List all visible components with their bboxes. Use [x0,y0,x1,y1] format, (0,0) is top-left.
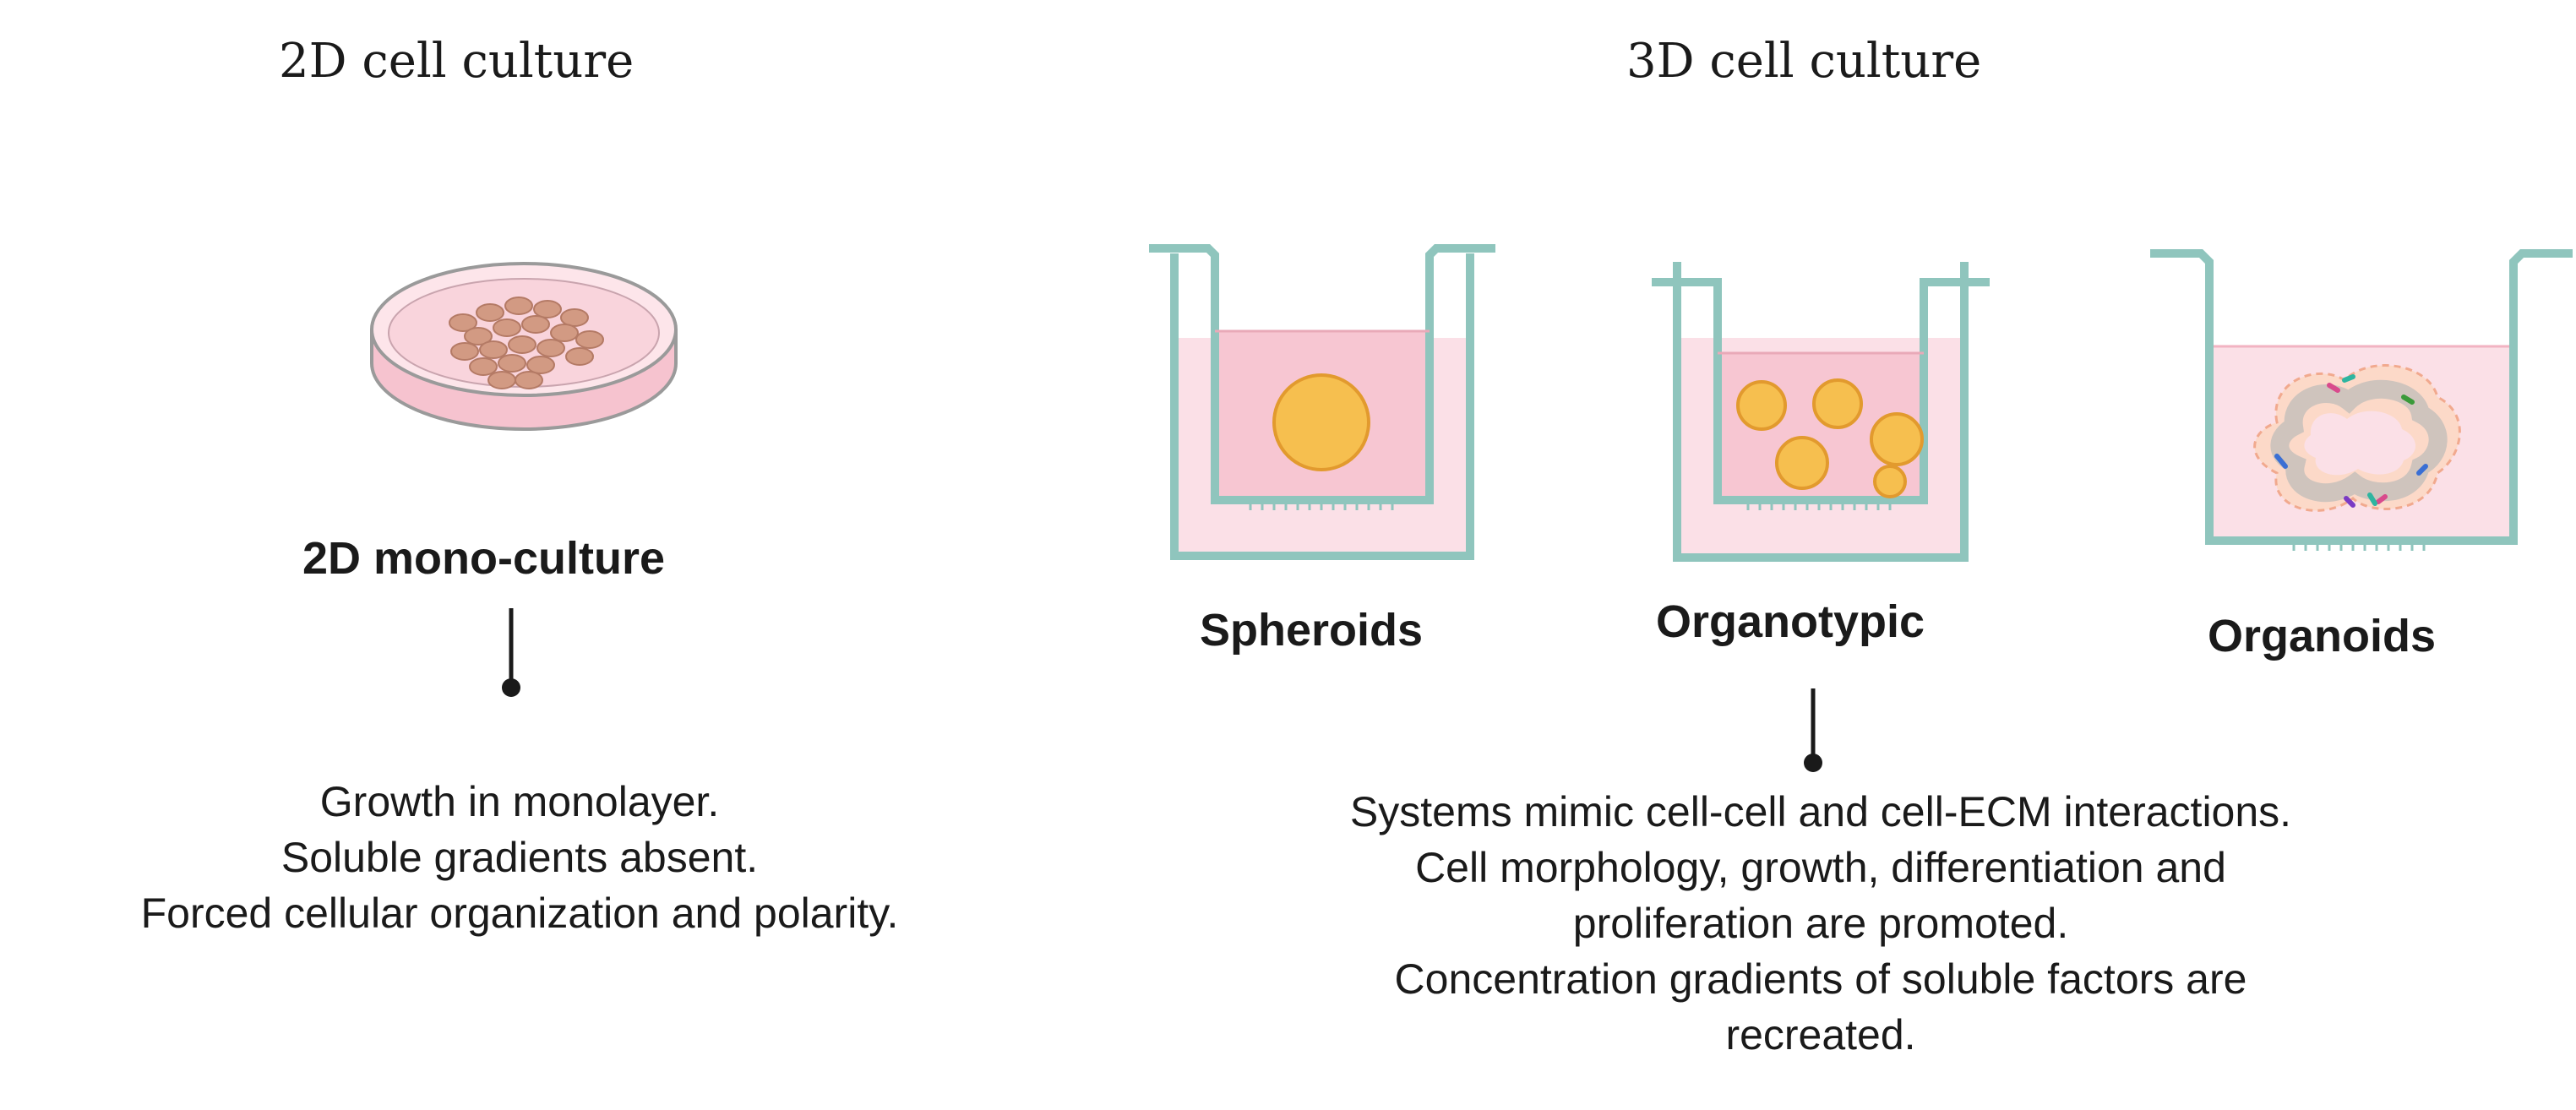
cell-cluster [449,297,604,389]
organotypic-well-icon [1652,262,1990,562]
description-3d-line-3: proliferation are promoted. [1572,900,2069,947]
label-organoids: Organoids [2208,611,2437,661]
description-2d-line-3: Forced cellular organization and polarit… [140,890,899,937]
spheroids-well-icon [1149,244,1495,560]
organoid-marked-cells [2274,374,2428,508]
spheroid [1272,373,1370,471]
description-2d-line-2: Soluble gradients absent. [280,834,759,881]
description-3d-line-4: Concentration gradients of soluble facto… [1394,955,2247,1003]
organotypic-spheroids [1736,378,1924,498]
connector-3d [1804,688,1822,772]
label-organotypic: Organotypic [1656,596,1925,647]
connector-2d [502,608,520,697]
label-spheroids: Spheroids [1200,605,1424,656]
description-3d-line-5: recreated. [1725,1011,1916,1058]
petri-dish-icon [370,262,678,431]
description-3d-line-2: Cell morphology, growth, differentiation… [1415,844,2226,891]
description-3d: Systems mimic cell-cell and cell-ECM int… [1174,784,2467,1063]
description-3d-line-1: Systems mimic cell-cell and cell-ECM int… [1349,788,2292,835]
description-2d: Growth in monolayer. Soluble gradients a… [0,774,1039,941]
organoid-epithelium [2270,379,2448,503]
heading-2d-cell-culture: 2D cell culture [279,34,634,89]
description-2d-line-1: Growth in monolayer. [319,778,720,825]
heading-3d-cell-culture: 3D cell culture [1626,34,1982,89]
organoids-well-icon [2150,249,2573,551]
label-2d-mono-culture: 2D mono-culture [302,533,666,584]
